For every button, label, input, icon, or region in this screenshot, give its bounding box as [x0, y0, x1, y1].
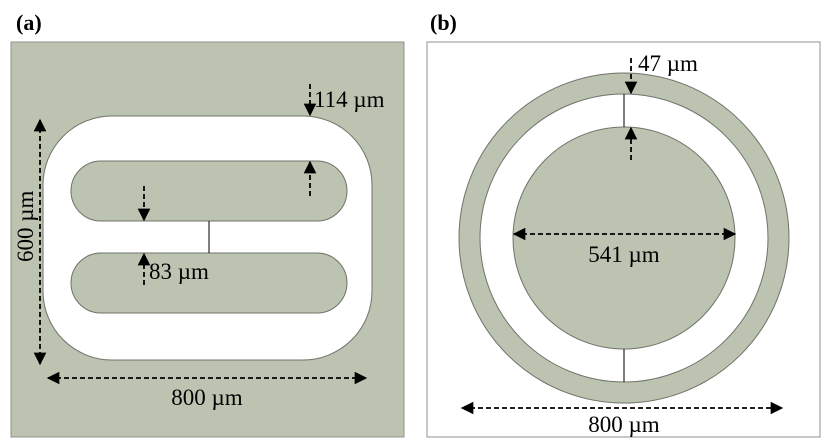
- panel-a-gap-label: 114 µm: [314, 87, 385, 112]
- panel-a-top-bar: [70, 160, 348, 222]
- panel-a-height-label: 600 µm: [13, 190, 38, 262]
- panel-b-width-label: 800 µm: [588, 412, 660, 437]
- panel-b-ring-gap-label: 47 µm: [638, 51, 698, 76]
- panel-a-width-label: 800 µm: [171, 385, 243, 410]
- panel-b: (b) 47 µm 541 µm 800 µm: [426, 10, 821, 438]
- panel-a-bottom-bar: [70, 252, 348, 314]
- panel-a-bar-gap-label: 83 µm: [149, 259, 209, 284]
- panel-a-label: (a): [16, 10, 42, 35]
- panel-b-inner-disk: [512, 126, 736, 350]
- panel-b-diameter-label: 541 µm: [588, 242, 660, 267]
- panel-a: (a) 114 µm 83 µm 600 µm 800 µm: [10, 10, 405, 438]
- panel-b-label: (b): [430, 10, 457, 35]
- panel-a-slot: [42, 115, 373, 361]
